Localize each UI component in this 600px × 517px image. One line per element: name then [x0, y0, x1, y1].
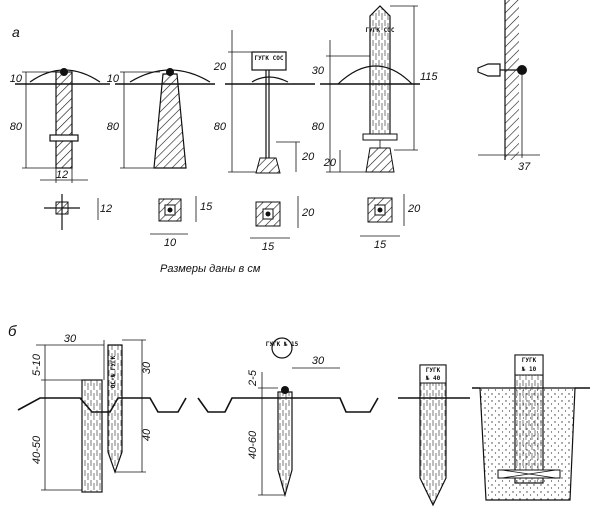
dim-stake3-width: 30 — [312, 355, 325, 367]
dim-post1-section: 12 — [100, 203, 112, 215]
disc-stake3: ГУГК № 15 — [266, 341, 299, 348]
dim-post4-base-w: 15 — [262, 241, 275, 253]
dim-base5-w: 15 — [374, 239, 387, 251]
sign-stake4-1: ГУГК — [426, 367, 441, 374]
sign-post4: ГУГК СОС — [366, 27, 395, 34]
dim-stake1-width: 30 — [64, 333, 77, 345]
dim-stake3-depth: 40-60 — [247, 430, 259, 459]
dim-post3-height: 80 — [214, 121, 227, 133]
post-3 — [150, 30, 315, 235]
dim-post2-height: 80 — [107, 121, 120, 133]
caption: Размеры даны в см — [160, 263, 261, 275]
dim-base5-h: 20 — [407, 203, 421, 215]
sign-stake2: ОС-№ ГУГК — [110, 355, 117, 388]
dim-post3-base-h: 15 — [200, 201, 213, 213]
sign-stake5-1: ГУГК — [522, 357, 537, 364]
part-label-a: а — [12, 24, 20, 40]
dim-post4-total: 115 — [420, 71, 438, 83]
dim-stake1-depth: 40-50 — [31, 435, 43, 464]
stake-4 — [419, 364, 447, 507]
dim-post3-foot: 20 — [301, 151, 315, 163]
dim-post1-height: 80 — [10, 121, 23, 133]
dim-post1-cap: 10 — [10, 73, 23, 85]
stake-1 — [36, 340, 105, 493]
base-post3 — [158, 198, 182, 222]
dim-post3-base-w: 10 — [164, 237, 177, 249]
dim-stake3-top: 2-5 — [247, 369, 259, 387]
post-2 — [115, 68, 215, 169]
stake-5 — [472, 354, 590, 501]
base-post4 — [255, 201, 281, 227]
stake-3 — [258, 337, 340, 498]
wall-mark — [477, 0, 540, 160]
sign-post3: ГУГК СОС — [255, 55, 284, 62]
dim-post2-cap: 10 — [107, 73, 120, 85]
sign-stake4-2: № 40 — [425, 375, 441, 382]
dim-post3-top: 20 — [213, 61, 227, 73]
dim-post4-cap: 30 — [312, 65, 325, 77]
dim-stake1-top: 5-10 — [31, 353, 43, 376]
dim-post4-base-h: 20 — [301, 207, 315, 219]
base-5 — [367, 197, 393, 223]
dim-post4-foot: 20 — [323, 157, 337, 169]
post-4 — [320, 5, 420, 173]
dim-wall-offset: 37 — [518, 161, 531, 173]
sign-stake5-2: № 10 — [521, 366, 537, 373]
dim-post1-width: 12 — [56, 169, 68, 181]
dim-stake2-top: 30 — [141, 361, 153, 374]
post-1 — [15, 68, 110, 230]
dim-stake2-body: 40 — [141, 428, 153, 441]
stake-2 — [107, 339, 146, 474]
dim-post4-height: 80 — [312, 121, 325, 133]
part-label-b: б — [8, 323, 17, 340]
